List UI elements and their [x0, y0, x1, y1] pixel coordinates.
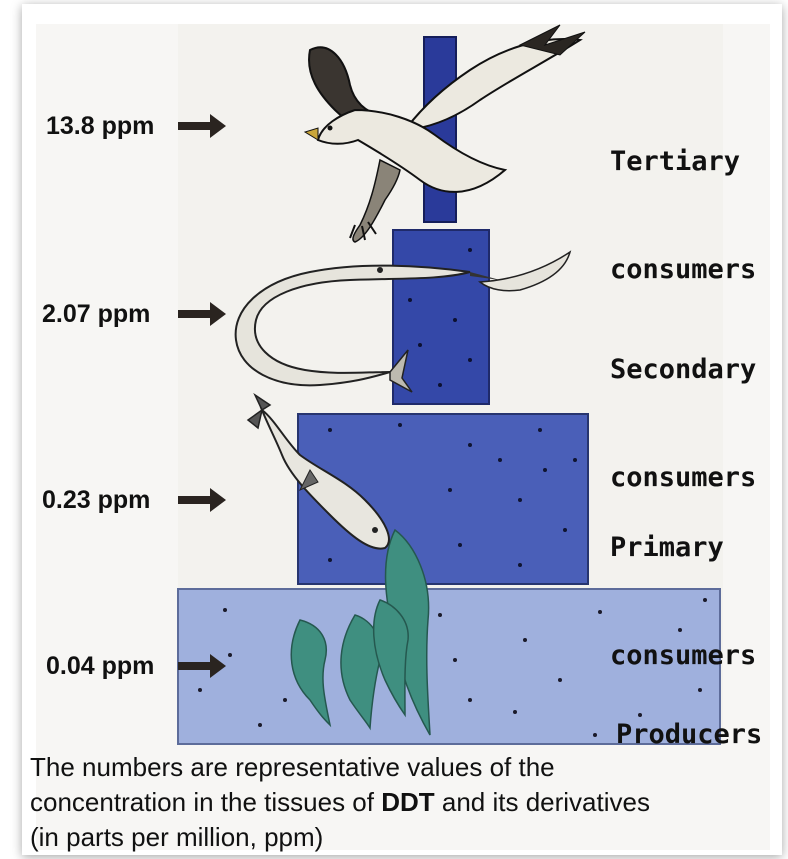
caption-ddt: DDT — [381, 787, 435, 817]
producers-ppm-value: 0.04 ppm — [46, 652, 155, 680]
primary-label-line2: consumers — [610, 640, 757, 671]
arrow-right-icon — [178, 114, 226, 678]
secondary-label-line2: consumers — [610, 462, 757, 493]
small-fish-icon — [246, 392, 390, 550]
tertiary-ppm-value: 13.8 ppm — [46, 112, 155, 140]
secondary-label-line1: Secondary — [610, 354, 757, 385]
primary-label: Primary consumers — [610, 458, 778, 746]
seaweed-icon — [290, 528, 431, 736]
secondary-consumers-box — [392, 229, 490, 405]
caption-line2-post: and its derivatives — [434, 787, 650, 817]
secondary-label: Secondary consumers — [610, 280, 778, 568]
needlefish-icon — [234, 250, 572, 393]
eagle-icon — [303, 24, 586, 243]
caption-line3: (in parts per million, ppm) — [30, 822, 324, 852]
tertiary-label-line2: consumers — [610, 254, 757, 285]
producers-label: Producers — [616, 645, 776, 825]
tertiary-label-line1: Tertiary — [610, 146, 741, 177]
primary-ppm-value: 0.23 ppm — [42, 486, 151, 514]
producers-label-line1: Producers — [616, 719, 763, 750]
tertiary-consumers-box — [423, 36, 457, 223]
caption-line1: The numbers are representative values of… — [30, 752, 555, 782]
producers-box — [177, 588, 721, 745]
caption: The numbers are representative values of… — [30, 750, 770, 855]
caption-line2: concentration in the tissues of DDT and … — [30, 785, 770, 820]
secondary-ppm-value: 2.07 ppm — [42, 300, 151, 328]
tertiary-label: Tertiary consumers — [610, 72, 778, 360]
caption-line2-pre: concentration in the tissues of — [30, 787, 382, 817]
primary-label-line1: Primary — [610, 532, 724, 563]
